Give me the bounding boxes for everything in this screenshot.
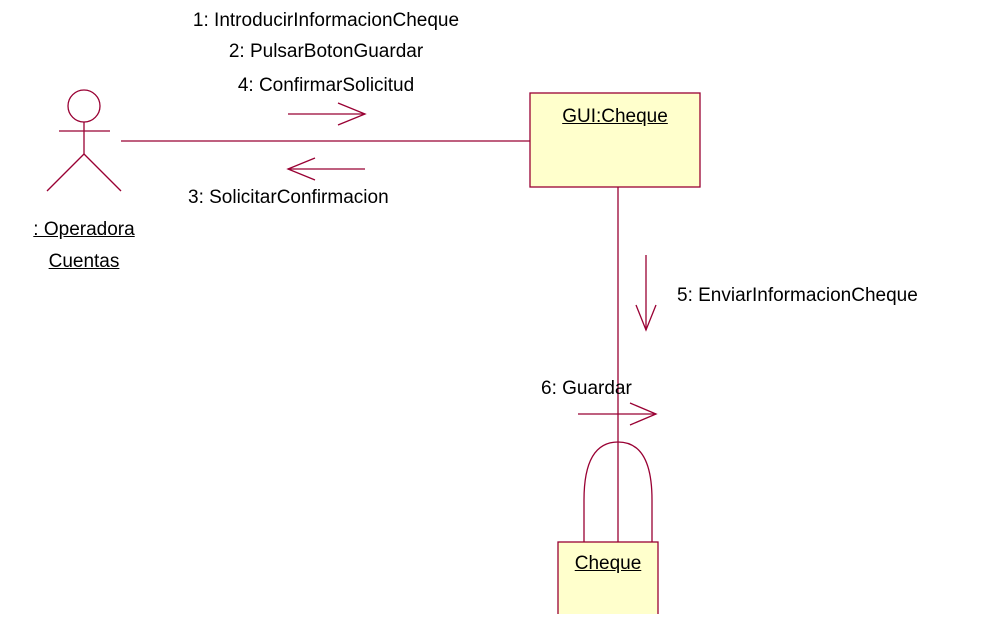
self-link-loop	[583, 441, 653, 542]
arrow-left-message-3	[286, 157, 365, 181]
arrow-right-messages-1-2-4	[288, 102, 367, 126]
message-5-label: 5: EnviarInformacionCheque	[677, 285, 918, 306]
actor-name-line2: Cuentas	[48, 251, 120, 272]
message-6-label: 6: Guardar	[541, 378, 632, 399]
arrow-right-message-6	[578, 402, 658, 426]
actor-figure[interactable]	[46, 89, 122, 192]
cheque-box[interactable]	[557, 541, 659, 617]
cheque-name: Cheque	[574, 553, 642, 574]
message-2-label: 2: PulsarBotonGuardar	[228, 41, 424, 62]
message-4-label: 4: ConfirmarSolicitud	[237, 75, 415, 96]
gui-cheque-box[interactable]	[529, 92, 701, 188]
arrow-down-message-5	[635, 255, 657, 332]
actor-head	[67, 89, 101, 123]
actor-left-leg	[46, 153, 85, 192]
gui-cheque-name: GUI:Cheque	[562, 106, 668, 127]
message-3-label: 3: SolicitarConfirmacion	[188, 187, 389, 208]
message-1-label: 1: IntroducirInformacionCheque	[192, 10, 460, 31]
actor-name-line1: : Operadora	[33, 219, 135, 240]
actor-right-leg	[83, 153, 122, 192]
